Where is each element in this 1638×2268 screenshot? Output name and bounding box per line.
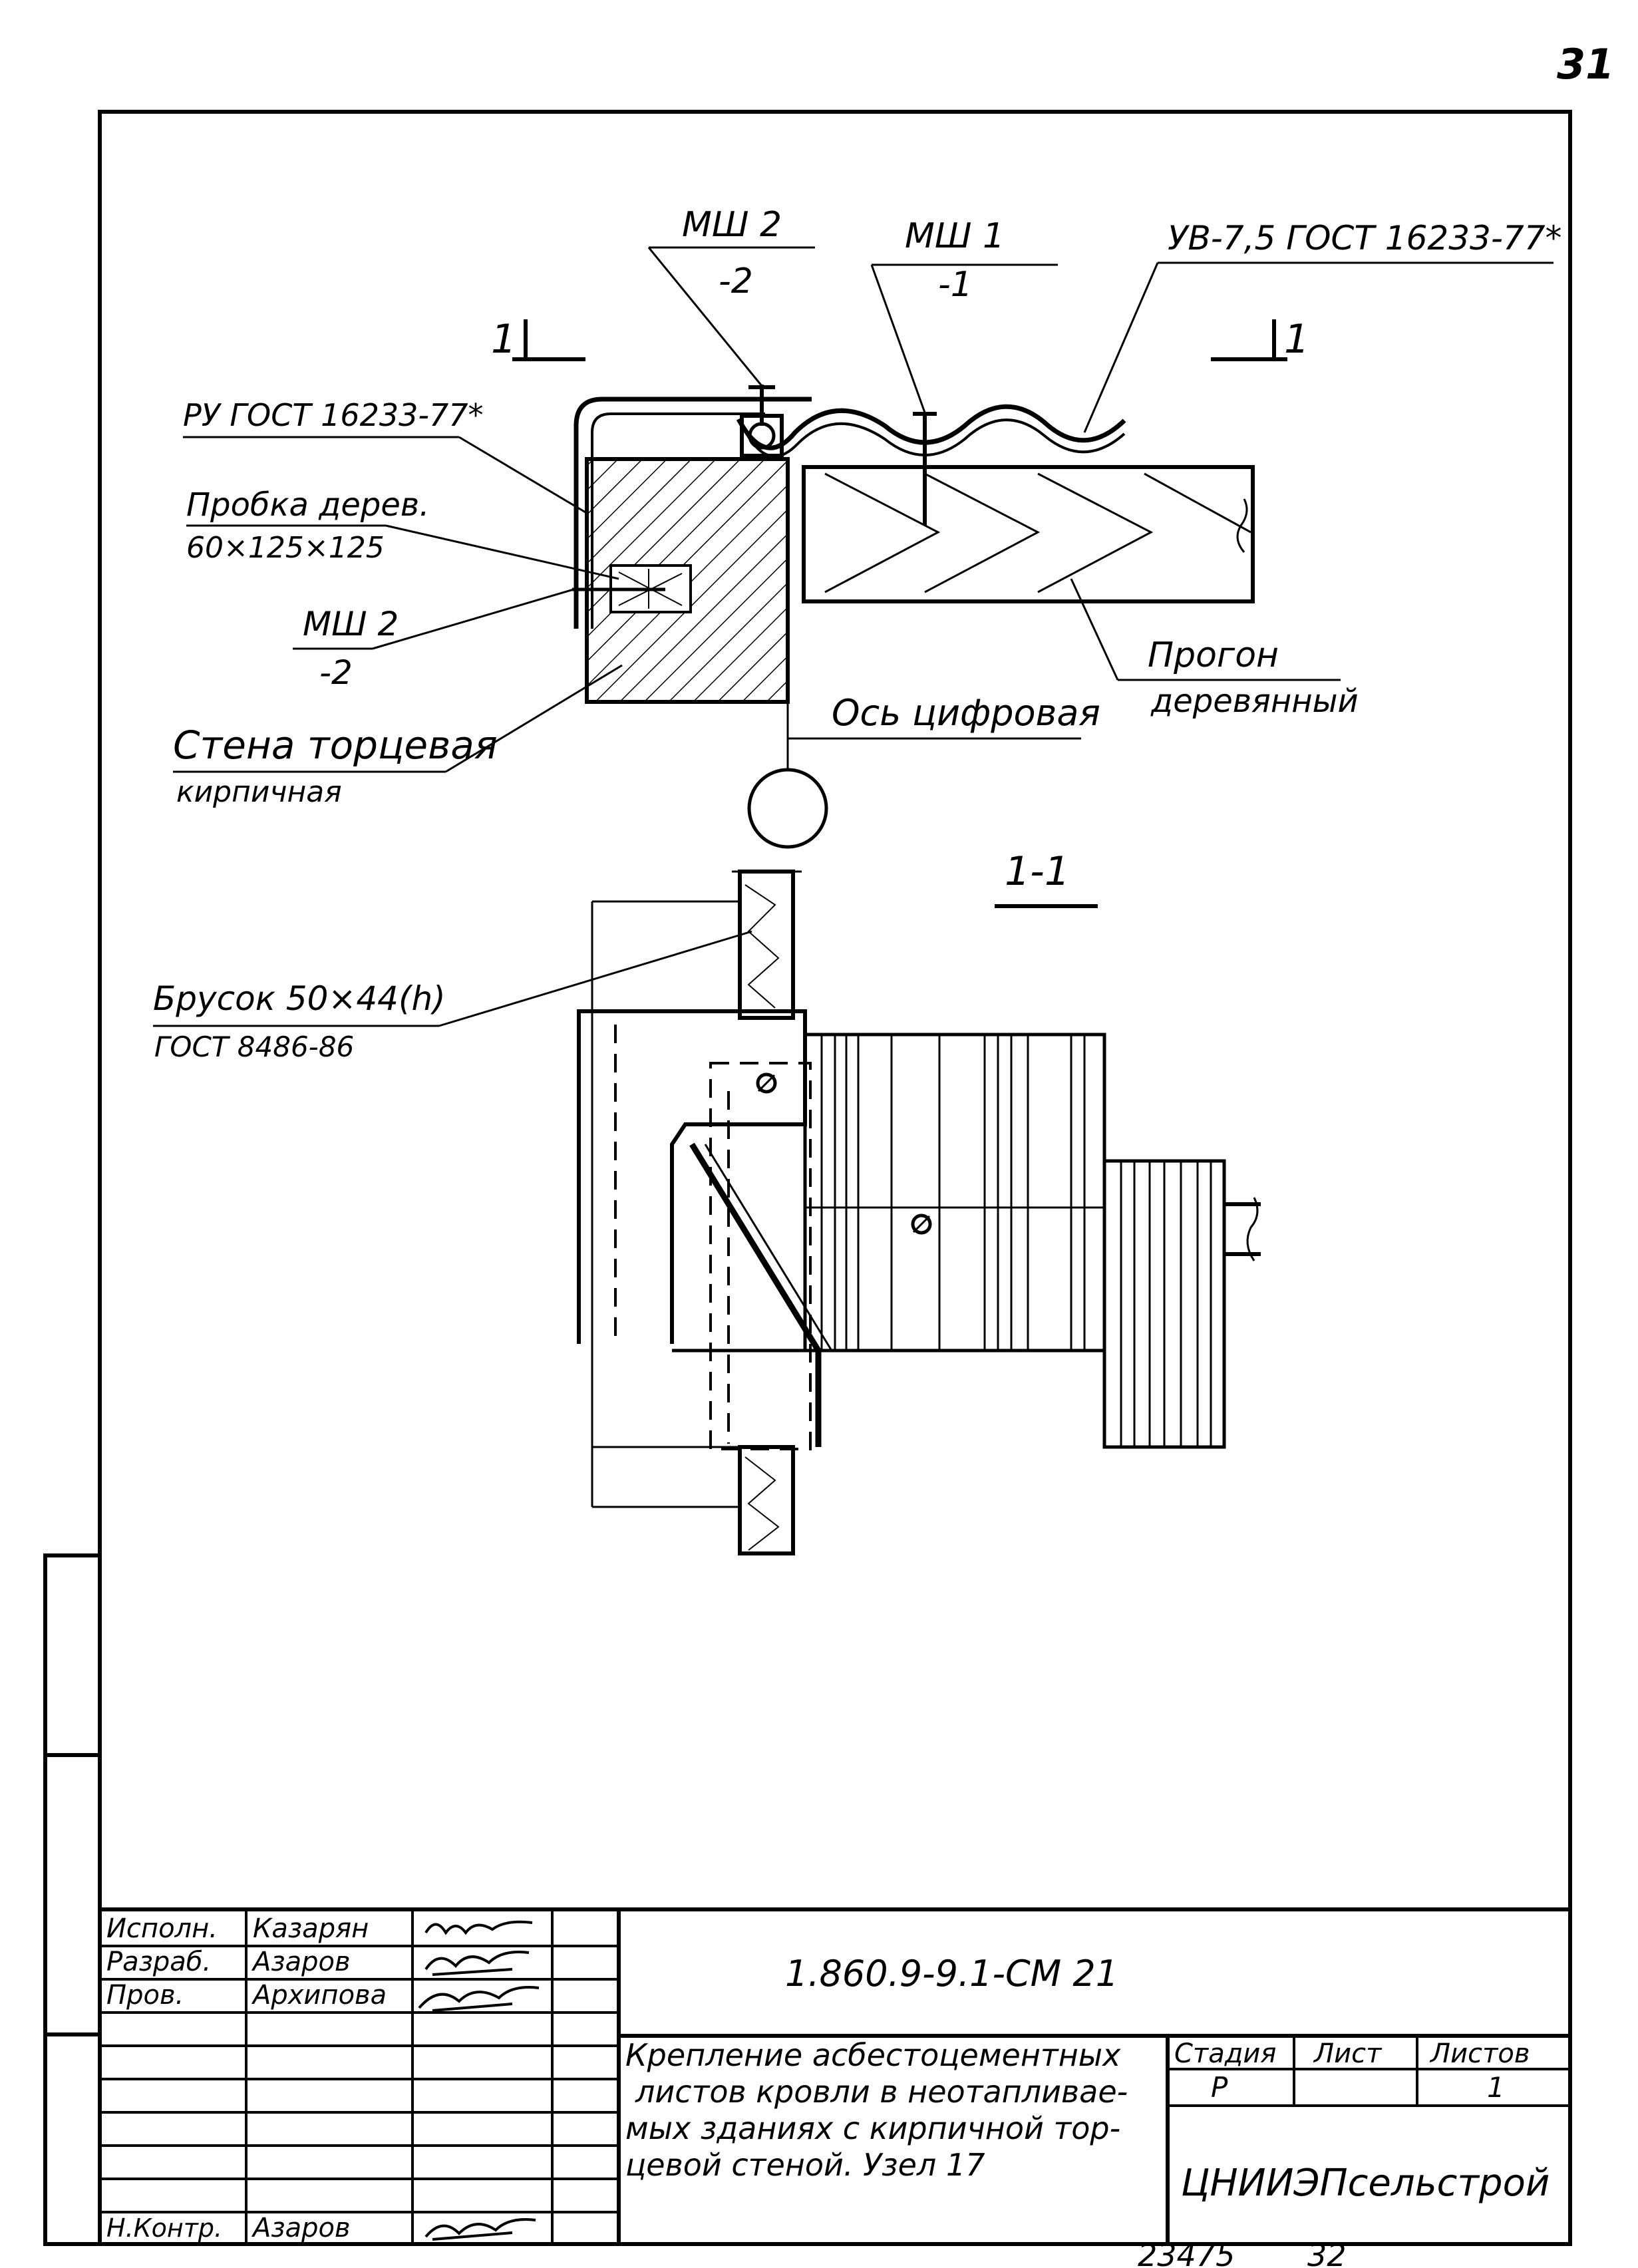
title-block-people: Исполн. Казарян Разраб. Азаров Пров. Арх… (106, 1913, 387, 2243)
sheet-number: 31 (1557, 40, 1614, 88)
role-norm-control: Н.Контр. (106, 2213, 222, 2243)
plug-size: 60×125×125 (186, 531, 385, 565)
msh2-left-label: МШ 2 (303, 605, 399, 643)
organization: ЦНИИЭПсельстрой (1181, 2162, 1550, 2205)
sheets-value: 1 (1487, 2071, 1505, 2104)
sheet-ref-label: УВ-7,5 ГОСТ 16233-77* (1168, 219, 1562, 257)
wall-label: Стена торцевая (173, 723, 498, 768)
signatures (418, 1920, 540, 2241)
axis-label: Ось цифровая (832, 692, 1100, 734)
purlin-label: Прогон (1148, 635, 1279, 675)
svg-text:1-1: 1-1 (1005, 848, 1070, 895)
msh2-top-qty: -2 (719, 261, 753, 301)
bar-label: Брусок 50×44(h) (153, 979, 446, 1018)
axis-bubble (747, 768, 828, 849)
role-checker: Пров. (106, 1980, 184, 2011)
role-executor: Исполн. (106, 1913, 218, 1944)
description-line-4: цевой стеной. Узел 17 (625, 2147, 985, 2183)
svg-text:1: 1 (1284, 316, 1309, 363)
msh2-left-qty: -2 (319, 653, 353, 692)
node-elevation (572, 385, 1255, 849)
description-line-3: мых зданиях с кирпичной тор- (625, 2110, 1120, 2146)
bottom-numbers: 23475 32 (1138, 2237, 1347, 2268)
wooden-plug (609, 564, 692, 613)
sheet-header: Лист (1313, 2038, 1383, 2069)
plug-label: Пробка дерев. (186, 486, 429, 524)
description-line-2: листов кровли в неотапливае- (635, 2074, 1128, 2110)
bar-standard: ГОСТ 8486-86 (154, 1031, 354, 1063)
svg-text:1: 1 (491, 316, 516, 363)
svg-text:23475: 23475 (1138, 2237, 1235, 2268)
name-checker: Архипова (251, 1980, 387, 2011)
section-mark-right: 1 (1211, 316, 1309, 363)
ridge-flashing (573, 397, 812, 629)
name-developer: Азаров (251, 1947, 351, 1977)
msh1-top-label: МШ 1 (905, 216, 1005, 256)
wall-material: кирпичная (176, 775, 342, 809)
msh1-top-qty: -1 (938, 265, 973, 305)
title-block-text: 1.860.9-9.1-СМ 21 Крепление асбестоцемен… (625, 1953, 1550, 2205)
document-code: 1.860.9-9.1-СМ 21 (785, 1953, 1118, 1995)
corrugated-sheet (736, 404, 1126, 450)
role-developer: Разраб. (106, 1947, 211, 1977)
stage-header: Стадия (1174, 2038, 1276, 2069)
title-block-grid (100, 1907, 1570, 2244)
sheets-header: Листов (1429, 2038, 1530, 2069)
name-executor: Казарян (253, 1913, 369, 1944)
callout-labels: МШ 2 -2 МШ 1 -1 УВ-7,5 ГОСТ 16233-77* РУ… (153, 205, 1562, 1063)
svg-text:32: 32 (1307, 2237, 1347, 2268)
wooden-purlin (802, 465, 1255, 603)
leader-lines (153, 246, 1554, 1027)
section-1-1-title: 1-1 (995, 848, 1098, 908)
section-1-1-plan (577, 870, 1261, 1555)
description-line-1: Крепление асбестоцементных (625, 2037, 1121, 2073)
stage-value: Р (1211, 2071, 1228, 2104)
drawing-frame (43, 110, 1572, 2246)
purlin-material: деревянный (1150, 683, 1359, 720)
section-mark-left: 1 (491, 316, 585, 363)
ru-ref-label: РУ ГОСТ 16233-77* (183, 397, 484, 433)
msh2-top-label: МШ 2 (682, 205, 782, 245)
name-norm-control: Азаров (251, 2213, 351, 2243)
